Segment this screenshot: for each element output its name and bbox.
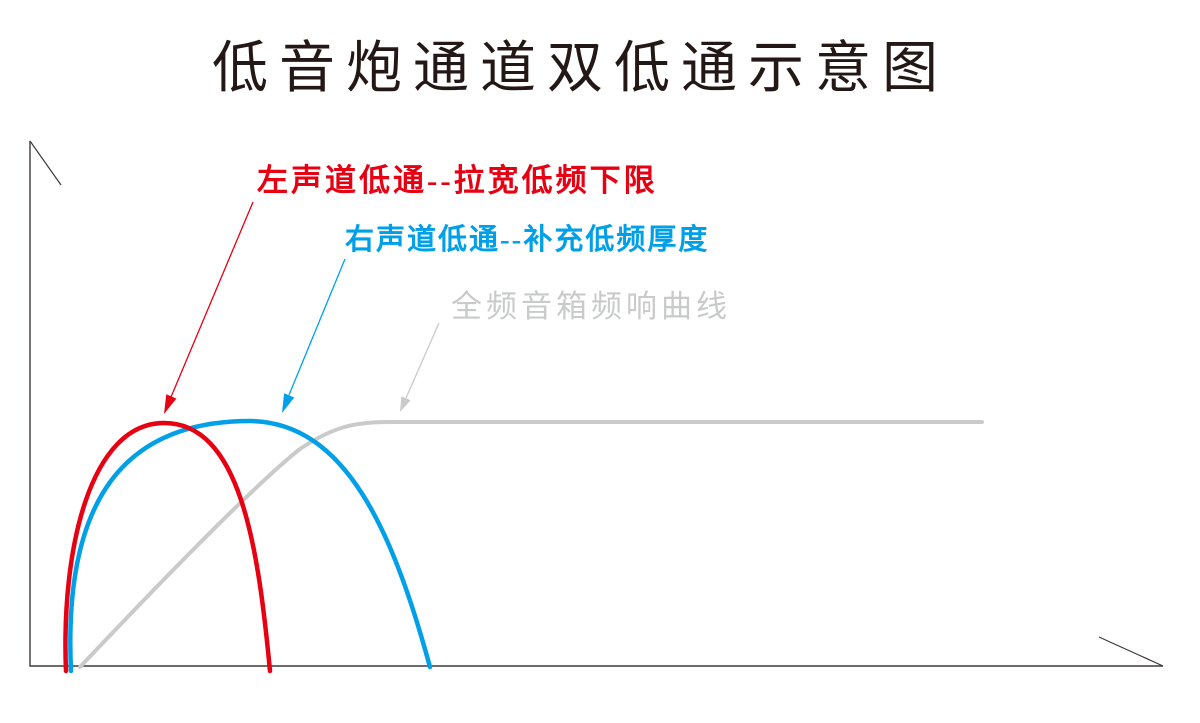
fullrange-arrow	[400, 322, 440, 412]
left-channel-lowpass-curve	[63, 420, 273, 674]
fullrange-response-curve	[78, 420, 984, 669]
right-channel-arrow-line	[288, 258, 346, 396]
label-left-channel-lowpass: 左声道低通--拉宽低频下限	[257, 163, 658, 198]
right-channel-arrow	[282, 258, 346, 413]
label-fullrange-response: 全频音箱频响曲线	[451, 289, 731, 324]
y-axis-top-tick	[29, 140, 62, 186]
right-channel-lowpass-curve	[68, 418, 433, 674]
fullrange-arrowhead-icon	[400, 396, 411, 412]
x-axis-end-tick	[1098, 636, 1164, 667]
left-channel-arrowhead-icon	[164, 394, 177, 414]
left-channel-arrow-line	[170, 201, 254, 398]
right-channel-arrowhead-icon	[282, 393, 295, 413]
left-channel-arrow	[164, 201, 254, 414]
diagram-title: 低音炮通道双低通示意图	[212, 38, 949, 100]
label-right-channel-lowpass: 右声道低通--补充低频厚度	[345, 224, 710, 256]
axes-frame	[29, 141, 1163, 667]
fullrange-arrow-line	[405, 322, 440, 399]
